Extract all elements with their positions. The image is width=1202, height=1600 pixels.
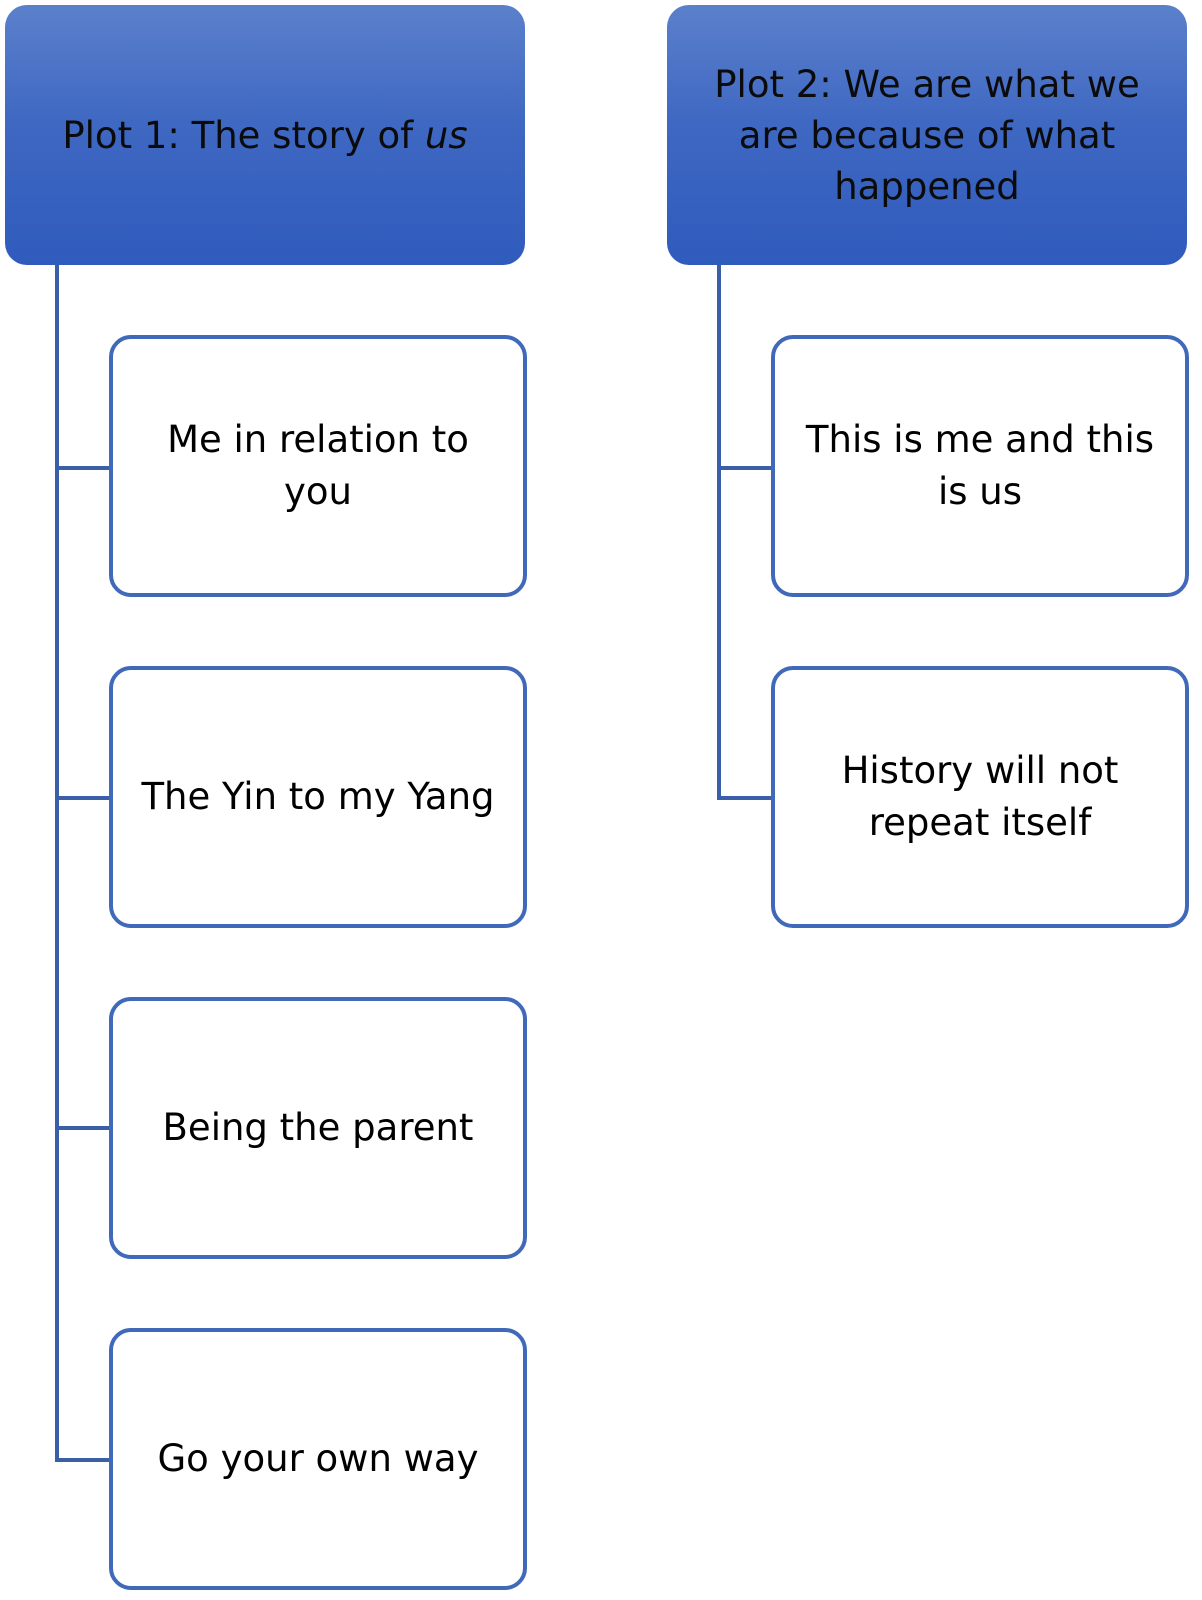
plot-2-theme-1: This is me and this is us <box>771 335 1189 597</box>
plot-1-theme-2-label: The Yin to my Yang <box>141 775 495 818</box>
plot-1-theme-4: Go your own way <box>109 1328 527 1590</box>
plot-1-theme-4-label: Go your own way <box>157 1437 479 1480</box>
plot-1-title-prefix: Plot 1: The story of <box>62 113 425 157</box>
plot-1-theme-2: The Yin to my Yang <box>109 666 527 928</box>
plot-1-theme-1: Me in relation to you <box>109 335 527 597</box>
plot-1-title-emphasis: us <box>424 113 468 157</box>
plot-1-header: Plot 1: The story of us <box>5 5 525 265</box>
plot-2-theme-2: History will not repeat itself <box>771 666 1189 928</box>
plot-1-title: Plot 1: The story of us <box>62 110 467 161</box>
plot-1-theme-3-label: Being the parent <box>162 1106 474 1149</box>
plot-1-theme-1-label: Me in relation to you <box>167 418 469 513</box>
plot-1-theme-3: Being the parent <box>109 997 527 1259</box>
plot-2-title: Plot 2: We are what we are because of wh… <box>691 59 1163 212</box>
plot-2-theme-2-label: History will not repeat itself <box>841 749 1119 844</box>
plot-2-theme-1-label: This is me and this is us <box>805 418 1155 513</box>
plot-2-title-text: Plot 2: We are what we are because of wh… <box>714 62 1140 208</box>
plot-2-header: Plot 2: We are what we are because of wh… <box>667 5 1187 265</box>
